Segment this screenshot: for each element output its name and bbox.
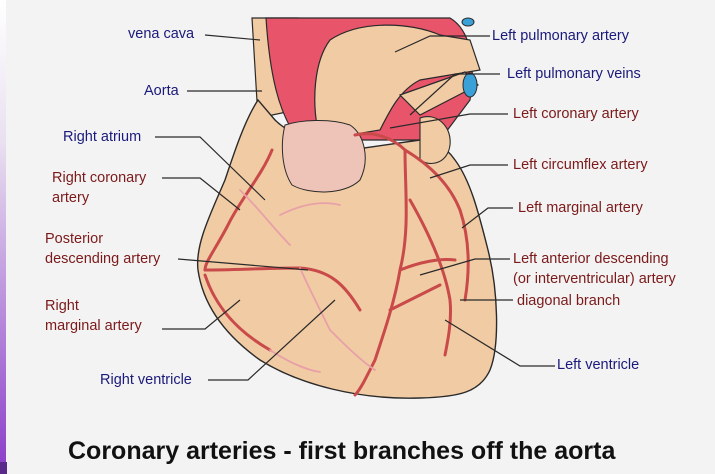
label-posterior-descending-line2: descending artery <box>45 251 160 268</box>
label-left-ventricle: Left ventricle <box>557 357 639 374</box>
label-left-pulmonary-veins: Left pulmonary veins <box>507 66 641 83</box>
label-left-coronary-artery: Left coronary artery <box>513 106 639 123</box>
label-right-coronary-artery-line1: Right coronary <box>52 170 146 187</box>
label-lad-line1: Left anterior descending <box>513 251 669 268</box>
label-right-marginal-line1: Right <box>45 298 79 315</box>
label-right-coronary-artery-line2: artery <box>52 190 89 207</box>
label-aorta: Aorta <box>144 83 179 100</box>
pulmonary-artery-opening <box>462 18 474 26</box>
label-lad-line2: (or interventricular) artery <box>513 271 676 288</box>
diagram-title: Coronary arteries - first branches off t… <box>68 437 615 466</box>
label-right-ventricle: Right ventricle <box>100 372 192 389</box>
label-right-atrium: Right atrium <box>63 129 141 146</box>
label-right-marginal-line2: marginal artery <box>45 318 142 335</box>
label-diagonal-branch: diagonal branch <box>517 293 620 310</box>
pulmonary-vein-opening <box>463 73 477 97</box>
label-vena-cava: vena cava <box>128 26 194 43</box>
label-posterior-descending-line1: Posterior <box>45 231 103 248</box>
label-left-marginal-artery: Left marginal artery <box>518 200 643 217</box>
label-left-pulmonary-artery: Left pulmonary artery <box>492 28 629 45</box>
label-left-circumflex-artery: Left circumflex artery <box>513 157 648 174</box>
atrium-region <box>282 120 365 192</box>
